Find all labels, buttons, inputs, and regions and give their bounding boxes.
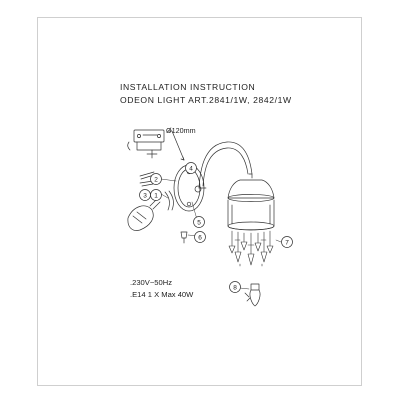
svg-text:1: 1 (154, 192, 158, 199)
callout-8: 8 (229, 281, 241, 293)
lamp-shade (227, 173, 275, 231)
callout-4: 4 (185, 162, 197, 174)
callout-7: 7 (281, 236, 293, 248)
diameter-leader-line (167, 130, 185, 161)
lamp-spec: .E14 1 X Max 40W (130, 290, 194, 299)
bulb-icon (244, 283, 261, 307)
lower-bracket-detail (127, 198, 161, 231)
title-line-1: INSTALLATION INSTRUCTION (120, 82, 256, 92)
svg-text:8: 8 (233, 284, 237, 291)
voltage-spec: .230V~50Hz (130, 278, 173, 287)
callout-1: 1 (150, 189, 162, 201)
title-line-2: ODEON LIGHT ART.2841/1W, 2842/1W (120, 95, 292, 105)
svg-text:3: 3 (143, 192, 147, 199)
svg-text:2: 2 (154, 176, 158, 183)
diameter-label: Ø120mm (166, 126, 196, 135)
svg-text:6: 6 (198, 234, 202, 241)
page-frame (37, 17, 362, 386)
callout-3: 3 (139, 189, 151, 201)
svg-text:7: 7 (285, 239, 289, 246)
svg-text:5: 5 (197, 219, 201, 226)
bottom-screw (180, 231, 188, 244)
svg-text:4: 4 (189, 165, 193, 172)
mounting-bracket-detail (127, 129, 165, 159)
crystal-pendants (228, 230, 274, 267)
screw-parts (139, 171, 174, 211)
callout-5: 5 (193, 216, 205, 228)
callout-2: 2 (150, 173, 162, 185)
lamp-arm (198, 141, 253, 189)
callout-6: 6 (194, 231, 206, 243)
